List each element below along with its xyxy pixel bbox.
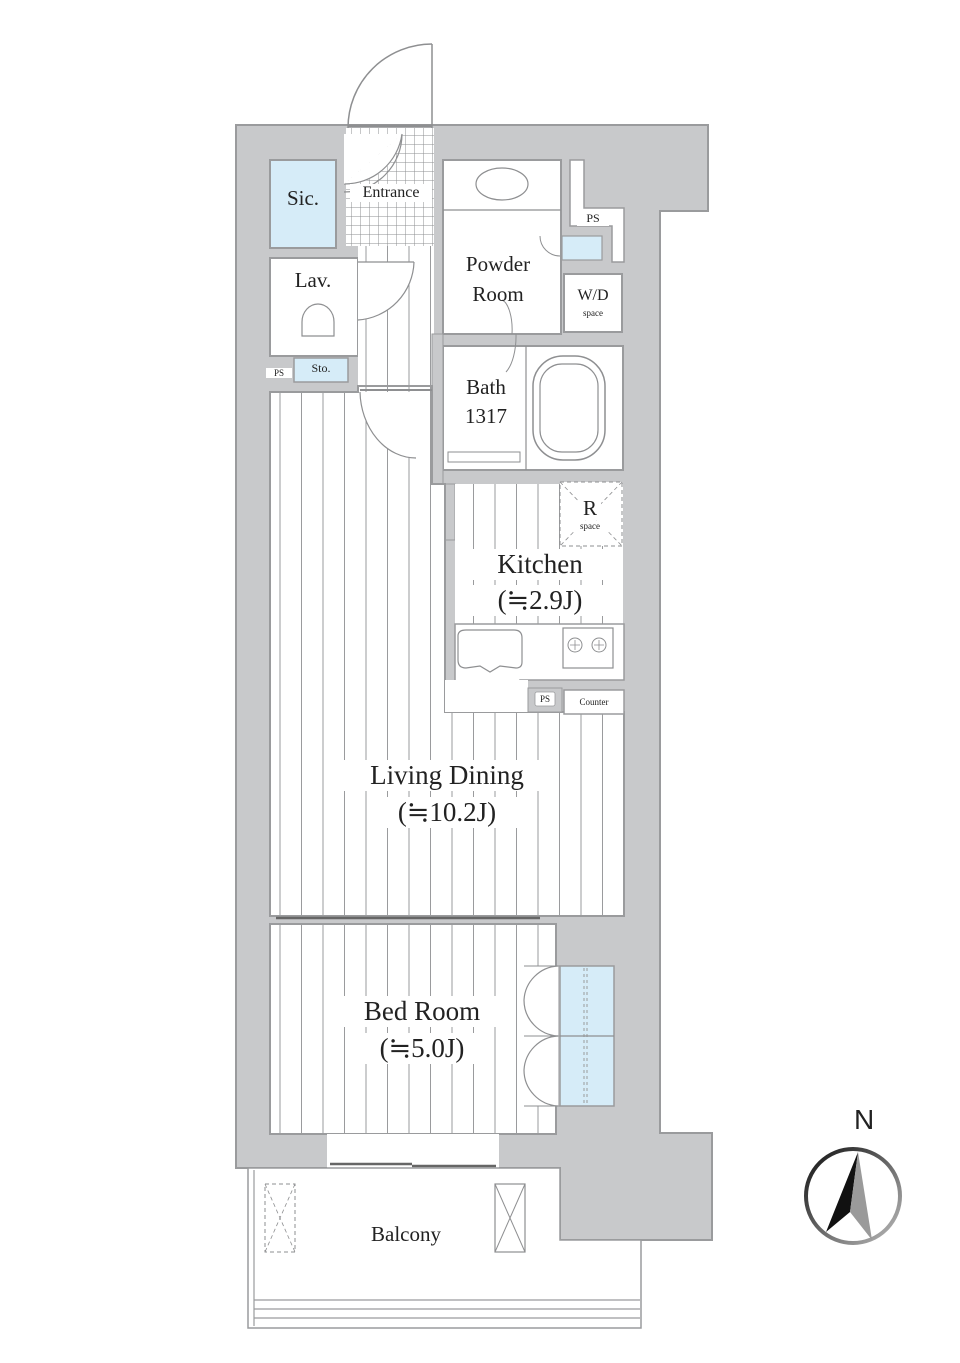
compass-north-label: N bbox=[854, 1104, 875, 1135]
sic-label: Sic. bbox=[286, 186, 320, 210]
powder-room-label-line1: Powder bbox=[465, 252, 531, 276]
bath-size-label: 1317 bbox=[465, 404, 507, 428]
bed-room-label: Bed Room bbox=[344, 996, 500, 1028]
washbasin bbox=[475, 167, 529, 201]
powder-room bbox=[442, 159, 562, 335]
r-space-sublabel: space bbox=[570, 521, 610, 532]
ps-kitchen-label: PS bbox=[539, 694, 550, 704]
entrance-label: Entrance bbox=[350, 184, 432, 203]
entrance-door bbox=[347, 43, 433, 129]
bath-label: Bath bbox=[466, 375, 506, 399]
living-dining-label: Living Dining bbox=[340, 760, 554, 792]
bed-room-area-label: (≒5.0J) bbox=[360, 1033, 484, 1065]
r-space-label: R bbox=[579, 496, 601, 521]
stove bbox=[562, 627, 614, 669]
lav-label: Lav. bbox=[294, 268, 332, 292]
sic-storage bbox=[269, 159, 337, 249]
kitchen-area-label: (≒2.9J) bbox=[470, 585, 610, 617]
wd-space-label: W/D bbox=[577, 287, 609, 304]
evacuation-hatch bbox=[264, 1183, 296, 1253]
ps-lav-label: PS bbox=[266, 368, 292, 379]
balcony-label: Balcony bbox=[371, 1222, 441, 1246]
toilet bbox=[301, 303, 335, 337]
wd-space-sublabel: space bbox=[583, 308, 603, 318]
compass-icon bbox=[804, 1147, 902, 1245]
washer-dryer-space bbox=[563, 273, 623, 333]
sink bbox=[457, 629, 523, 673]
counter-label: Counter bbox=[579, 697, 609, 707]
bedroom-floor bbox=[269, 923, 557, 1135]
bathtub bbox=[532, 355, 606, 461]
balcony-area bbox=[247, 1167, 642, 1329]
ps-top-label: PS bbox=[577, 211, 609, 226]
powder-room-label-line2: Room bbox=[472, 282, 524, 306]
sto-label: Sto. bbox=[311, 361, 331, 375]
outdoor-unit bbox=[494, 1183, 526, 1253]
living-dining-area-label: (≒10.2J) bbox=[370, 797, 524, 829]
kitchen-label: Kitchen bbox=[470, 549, 610, 581]
